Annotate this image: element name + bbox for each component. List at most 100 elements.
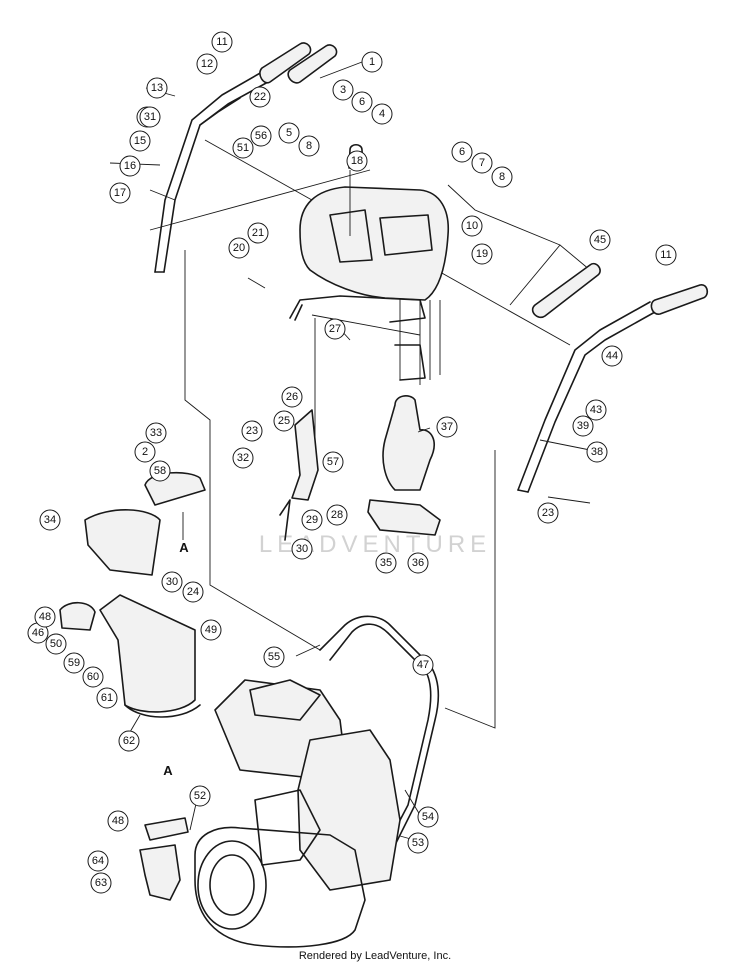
callout: 64 xyxy=(87,850,109,872)
callout-number: 52 xyxy=(194,790,206,802)
callout-number: 25 xyxy=(278,415,290,427)
callout: 24 xyxy=(182,581,204,603)
callout-number: 57 xyxy=(327,456,339,468)
callout-circle xyxy=(129,130,151,152)
callout-circle xyxy=(585,399,607,421)
callout: 11 xyxy=(655,244,677,266)
callout-number: 59 xyxy=(68,657,80,669)
callout-circle xyxy=(139,106,161,128)
callout-circle xyxy=(346,150,368,172)
callout: 17 xyxy=(109,182,131,204)
callout-number: 10 xyxy=(466,220,478,232)
callout-circle xyxy=(451,141,473,163)
callout-number: 6 xyxy=(359,96,365,108)
callout-circle xyxy=(263,646,285,668)
callout-circle xyxy=(537,502,559,524)
callout-circle xyxy=(45,633,67,655)
callout: 61 xyxy=(96,687,118,709)
callout-circle xyxy=(249,86,271,108)
callout: 63 xyxy=(90,872,112,894)
callout-circle xyxy=(107,810,129,832)
callout: 1 xyxy=(361,51,383,73)
callouts: 1234566788101111121314151617181920212223… xyxy=(27,31,677,894)
callout: 43 xyxy=(585,399,607,421)
callout: 4 xyxy=(371,103,393,125)
right-upper-handle xyxy=(517,301,656,493)
callout-circle xyxy=(161,571,183,593)
callout: 51 xyxy=(232,137,254,159)
callout-circle xyxy=(601,345,623,367)
callout-circle xyxy=(326,504,348,526)
callout-number: 38 xyxy=(591,446,603,458)
shift-housing xyxy=(367,395,441,536)
callout-number: 61 xyxy=(101,692,113,704)
callout-number: 63 xyxy=(95,877,107,889)
callout: 59 xyxy=(63,652,85,674)
callout-number: 28 xyxy=(331,509,343,521)
callout: 46 xyxy=(27,622,49,644)
lower-chute-rotator xyxy=(139,817,189,901)
callout-number: 50 xyxy=(50,638,62,650)
callout-circle xyxy=(228,237,250,259)
callout: 28 xyxy=(326,504,348,526)
callout: 37 xyxy=(436,416,458,438)
callout-number: 37 xyxy=(441,421,453,433)
callout-circle xyxy=(471,243,493,265)
callout: 8 xyxy=(298,135,320,157)
callout-number: 5 xyxy=(286,127,292,139)
callout-number: 33 xyxy=(150,427,162,439)
callout-circle xyxy=(118,730,140,752)
callout: 5 xyxy=(278,122,300,144)
callout: 58 xyxy=(149,460,171,482)
callout: 49 xyxy=(200,619,222,641)
callout-circle xyxy=(461,215,483,237)
callout-circle xyxy=(301,509,323,531)
callout: 21 xyxy=(247,222,269,244)
callout-circle xyxy=(145,422,167,444)
callout-number: 32 xyxy=(237,452,249,464)
callout: 32 xyxy=(232,447,254,469)
callout-circle xyxy=(332,79,354,101)
callout-circle xyxy=(278,122,300,144)
callout-circle xyxy=(375,552,397,574)
callout-number: 36 xyxy=(412,557,424,569)
callout: 19 xyxy=(471,243,493,265)
callout: 62 xyxy=(118,730,140,752)
callout-number: 11 xyxy=(660,249,671,261)
callout-number: 6 xyxy=(459,146,465,158)
callout-circle xyxy=(82,666,104,688)
callout: 27 xyxy=(324,318,346,340)
callout-circle xyxy=(281,386,303,408)
callout-circle xyxy=(119,155,141,177)
callout: 22 xyxy=(249,86,271,108)
callout-circle xyxy=(322,451,344,473)
callout-number: 53 xyxy=(412,837,424,849)
callout-number: 35 xyxy=(380,557,392,569)
callout-number: 12 xyxy=(201,58,213,70)
callout-number: 46 xyxy=(32,627,44,639)
callout-circle xyxy=(407,832,429,854)
callout: 54 xyxy=(417,806,439,828)
callout: 53 xyxy=(407,832,429,854)
callout-number: 56 xyxy=(255,130,267,142)
callout-circle xyxy=(250,125,272,147)
callout-number: 55 xyxy=(268,651,280,663)
callout-number: 43 xyxy=(590,404,602,416)
callout-number: 1 xyxy=(369,56,375,68)
callout: 31 xyxy=(139,106,161,128)
callout-circle xyxy=(211,31,233,53)
ref-letter-a-lower: A xyxy=(163,763,173,778)
callout: 36 xyxy=(407,552,429,574)
callout: 45 xyxy=(589,229,611,251)
callout-circle xyxy=(655,244,677,266)
callout-number: 58 xyxy=(154,465,166,477)
callout: 30 xyxy=(161,571,183,593)
callout: 25 xyxy=(273,410,295,432)
callout-circle xyxy=(109,182,131,204)
reference-letters: A A xyxy=(163,540,189,778)
footer-credit: Rendered by LeadVenture, Inc. xyxy=(298,950,452,962)
callout: 35 xyxy=(375,552,397,574)
callout-number: 45 xyxy=(594,234,606,246)
callout-circle xyxy=(232,447,254,469)
